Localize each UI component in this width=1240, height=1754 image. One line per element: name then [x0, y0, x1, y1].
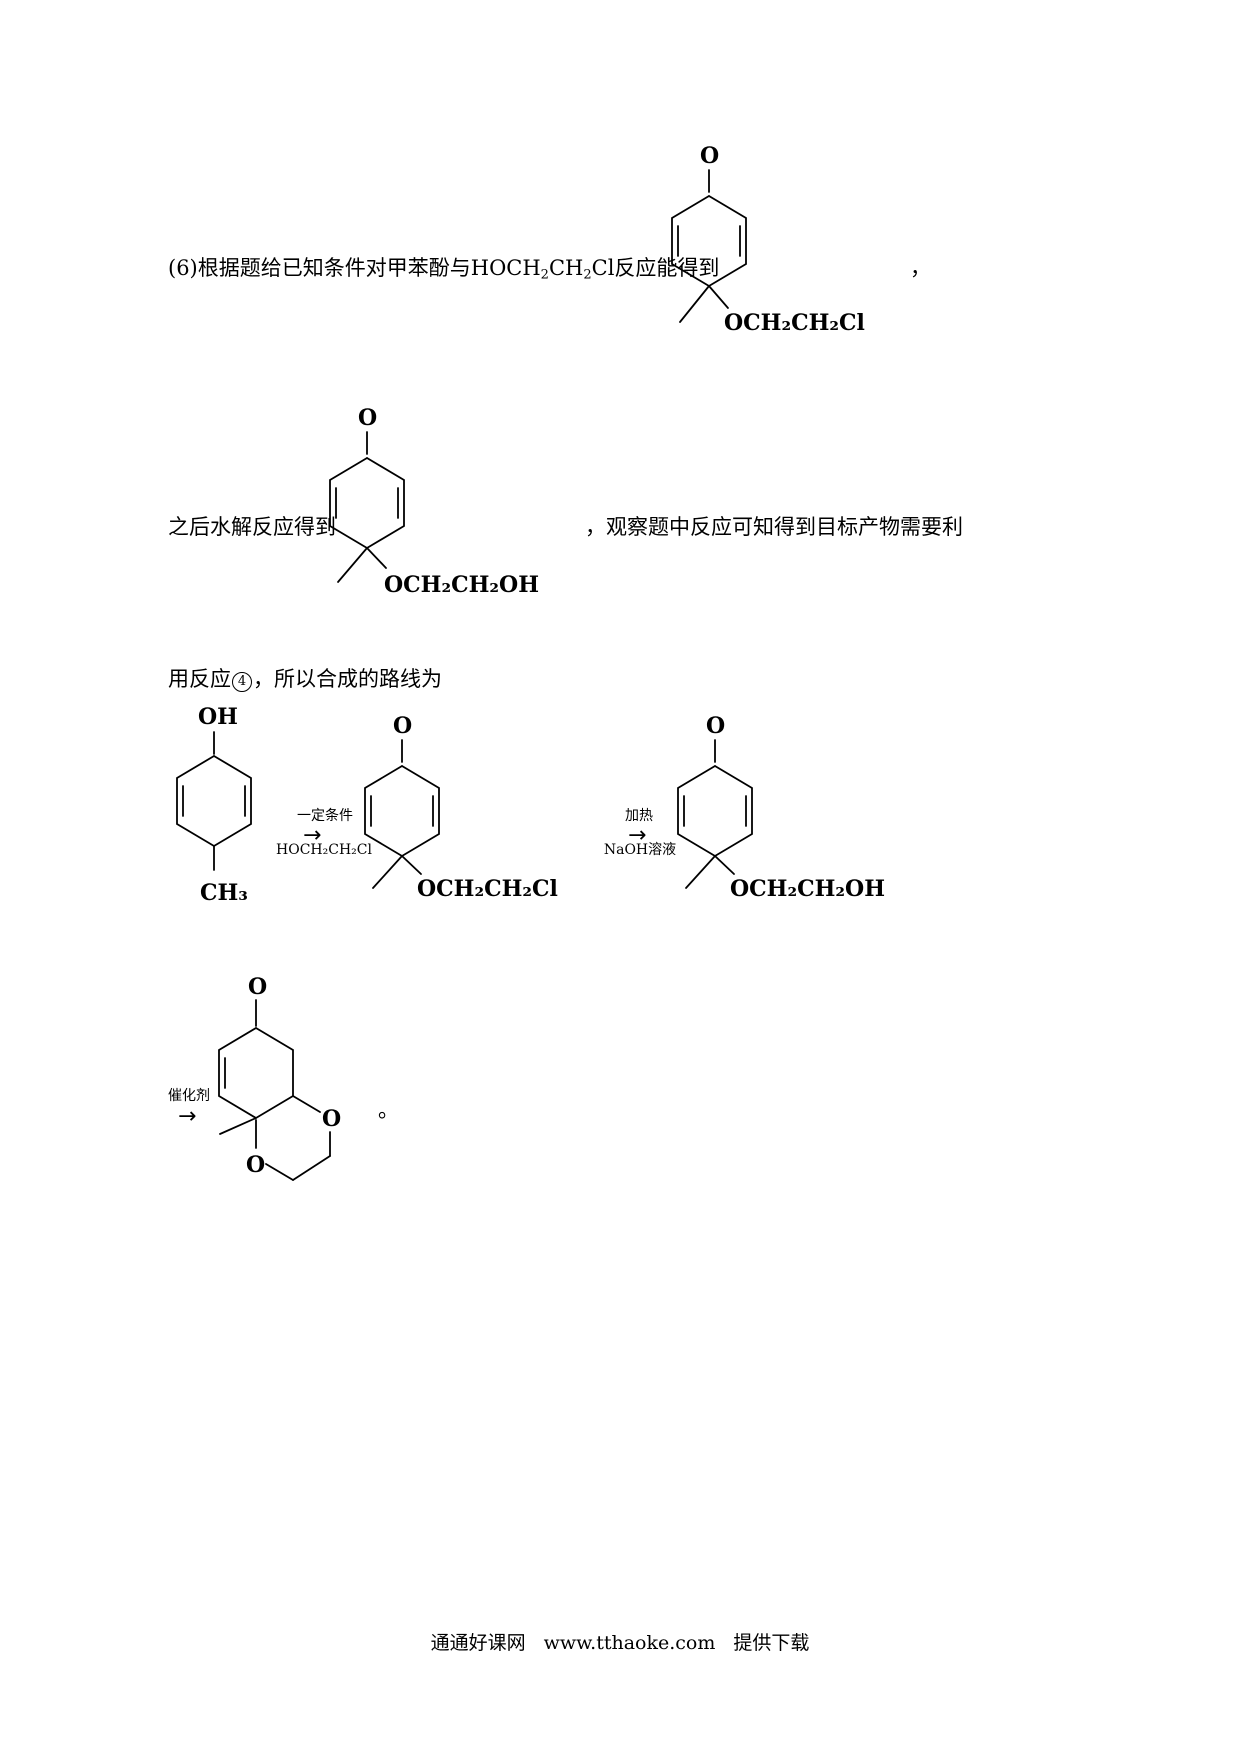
substituent-label: OCH₂CH₂OH — [384, 572, 539, 598]
reagent-sub-1: 2 — [540, 267, 549, 283]
reagent-ch: CH — [548, 256, 584, 280]
step2-condition-top: 加热 — [625, 808, 653, 824]
ring-o1-label: O — [322, 1106, 341, 1132]
oh-label: OH — [198, 704, 238, 730]
reagent-hoch: HOCH — [470, 256, 541, 280]
step1-arrow: → — [303, 823, 322, 848]
carbonyl-o-label: O — [358, 405, 377, 431]
step1-condition-bottom: HOCH₂CH₂Cl — [276, 842, 372, 858]
footer: 通通好课网 www.tthaoke.com 提供下载 — [0, 1628, 1240, 1655]
ring-o2-label: O — [246, 1152, 265, 1178]
molecule-p-cresol: OH CH₃ — [176, 704, 252, 906]
reagent-cl: Cl — [591, 256, 615, 280]
step2-condition-bottom: NaOH溶液 — [603, 842, 677, 858]
substituent-label: OCH₂CH₂Cl — [417, 876, 558, 902]
para3-suffix: ，所以合成的路线为 — [253, 667, 442, 691]
para1-suffix: 反应能得到 — [614, 256, 720, 280]
substituent-label: OCH₂CH₂OH — [730, 876, 885, 902]
reagent-sub-2: 2 — [583, 267, 592, 283]
carbonyl-o-label: O — [700, 143, 719, 169]
footer-url[interactable]: www.tthaoke.com — [543, 1632, 716, 1654]
carbonyl-o-label: O — [248, 974, 267, 1000]
para3-prefix: 用反应 — [168, 667, 231, 691]
circled-number-4: 4 — [232, 672, 252, 692]
para1-prefix: (6)根据题给已知条件对甲苯酚与 — [168, 256, 471, 280]
molecule-chloro-ether-top: O OCH₂CH₂Cl — [671, 143, 865, 336]
end-mark: 。 — [378, 1098, 399, 1122]
carbonyl-o-label: O — [706, 713, 725, 739]
ch3-label: CH₃ — [200, 880, 248, 906]
step1-condition-top: 一定条件 — [297, 808, 353, 824]
step3-arrow: → — [178, 1104, 197, 1129]
paragraph-1: (6)根据题给已知条件对甲苯酚与HOCH2CH2Cl反应能得到 — [168, 256, 719, 288]
substituent-label: OCH₂CH₂Cl — [724, 310, 865, 336]
molecule-hydroxy-ether-middle: O OCH₂CH₂OH — [329, 405, 539, 598]
paragraph-2-prefix: 之后水解反应得到 — [168, 515, 336, 539]
paragraph-2-suffix: ，观察题中反应可知得到目标产物需要利 — [585, 515, 963, 539]
molecule-bicyclic-product: O O O — [218, 974, 341, 1181]
carbonyl-o-label: O — [393, 713, 412, 739]
molecule-chloro-ether-route: O OCH₂CH₂Cl — [364, 713, 558, 902]
para1-comma: ， — [910, 256, 931, 280]
step2-arrow: → — [628, 823, 647, 848]
step3-condition-top: 催化剂 — [168, 1088, 210, 1104]
footer-action: 提供下载 — [733, 1632, 810, 1654]
molecule-hydroxy-ether-route: O OCH₂CH₂OH — [677, 713, 885, 902]
footer-site: 通通好课网 — [430, 1632, 526, 1654]
